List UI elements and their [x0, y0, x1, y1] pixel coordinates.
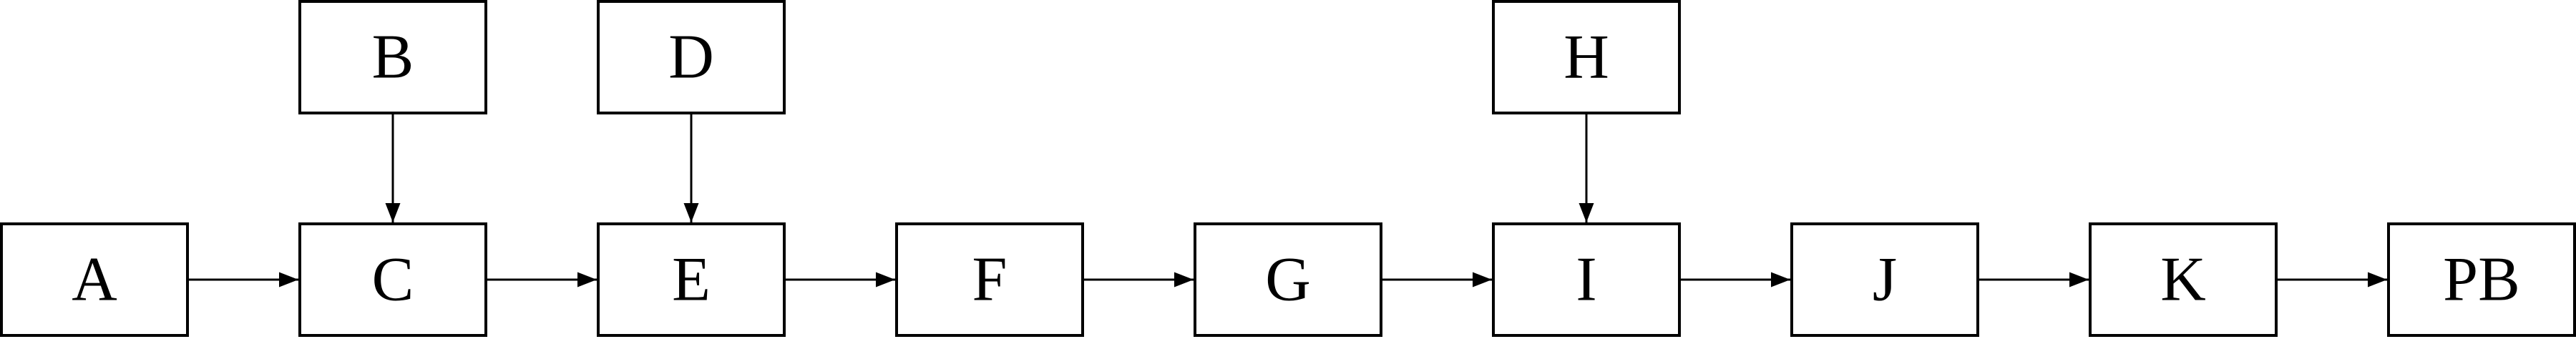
- node-box-j: [1790, 222, 1979, 337]
- node-box-f: [895, 222, 1084, 337]
- node-box-k: [2089, 222, 2278, 337]
- node-box-g: [1194, 222, 1382, 337]
- node-label-a: A: [72, 245, 117, 315]
- node-label-d: D: [668, 23, 714, 92]
- node-label-pb: PB: [2443, 245, 2520, 315]
- node-label-j: J: [1873, 245, 1897, 315]
- node-label-e: E: [672, 245, 711, 315]
- node-box-c: [298, 222, 487, 337]
- node-g: G: [1194, 222, 1382, 337]
- node-h: H: [1492, 0, 1681, 114]
- node-box-a: [0, 222, 189, 337]
- edges-layer: [187, 113, 2387, 288]
- node-f: F: [895, 222, 1084, 337]
- node-k: K: [2089, 222, 2278, 337]
- node-label-i: I: [1576, 245, 1596, 315]
- node-i: I: [1492, 222, 1681, 337]
- node-label-b: B: [372, 23, 414, 92]
- node-box-h: [1492, 0, 1681, 114]
- node-box-pb: [2387, 222, 2576, 337]
- node-c: C: [298, 222, 487, 337]
- node-j: J: [1790, 222, 1979, 337]
- node-b: B: [298, 0, 487, 114]
- node-label-k: K: [2160, 245, 2206, 315]
- node-box-d: [597, 0, 786, 114]
- node-label-h: H: [1563, 23, 1609, 92]
- node-a: A: [0, 222, 189, 337]
- node-box-b: [298, 0, 487, 114]
- node-box-i: [1492, 222, 1681, 337]
- node-label-g: G: [1265, 245, 1311, 315]
- node-box-e: [597, 222, 786, 337]
- node-d: D: [597, 0, 786, 114]
- node-label-f: F: [972, 245, 1008, 315]
- node-e: E: [597, 222, 786, 337]
- node-pb: PB: [2387, 222, 2576, 337]
- node-label-c: C: [372, 245, 414, 315]
